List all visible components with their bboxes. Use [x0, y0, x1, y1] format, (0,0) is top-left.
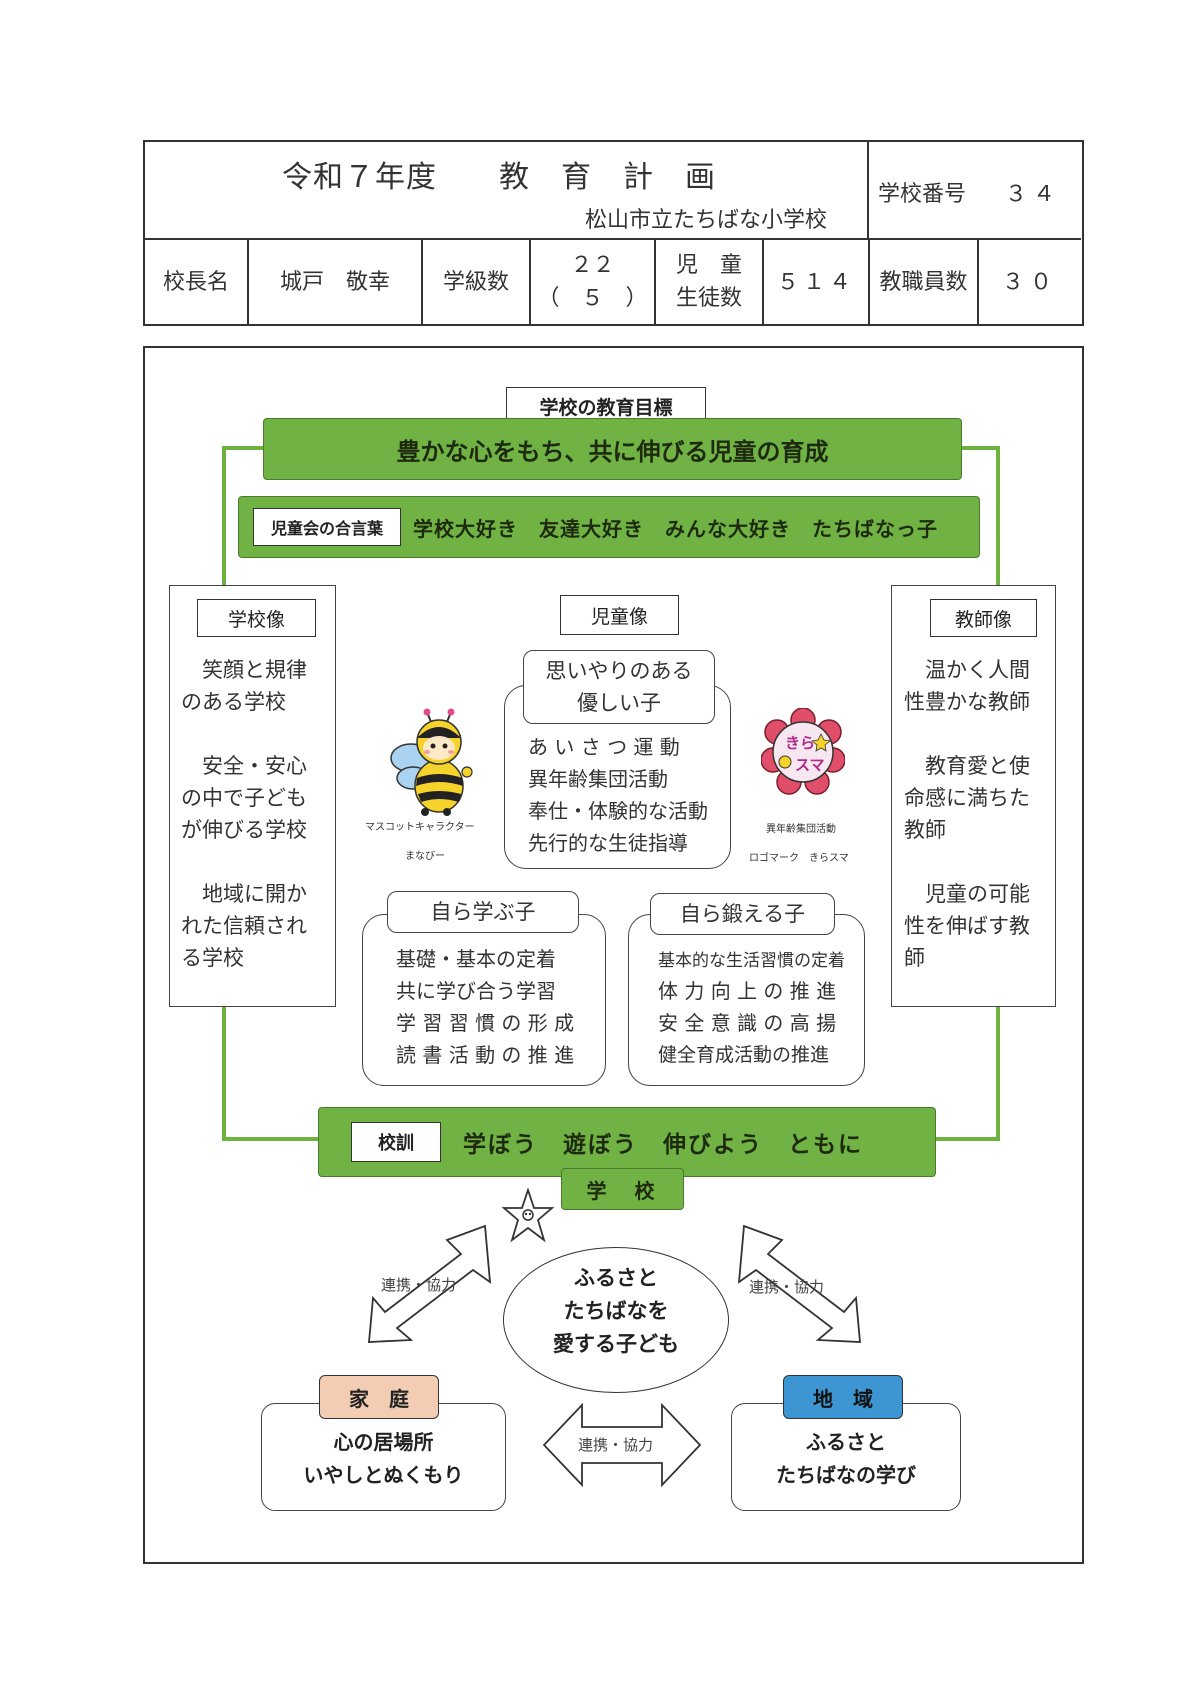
header-col-divider — [421, 238, 423, 324]
teacher-image-item: 児童の可能 性を伸ばす教 師 — [904, 882, 1030, 970]
classes-cell: ２２ （ ５ ） — [531, 240, 654, 324]
home-line: いやしとぬくもり — [303, 1463, 464, 1487]
staff-value: ３０ — [1001, 269, 1058, 295]
self-training-child-box — [628, 914, 865, 1086]
school-label: 学 校 — [561, 1168, 684, 1210]
logo-caption: 異年齢集団活動 — [766, 824, 836, 835]
school-number-label: 学校番号 — [878, 182, 967, 207]
school-image-column — [169, 585, 336, 1007]
community-line: ふるさと — [806, 1430, 886, 1454]
classes-value: ２２ — [570, 253, 615, 278]
school-emblem-icon — [501, 1188, 555, 1243]
connector-line — [935, 1137, 1000, 1141]
school-image-title: 学校像 — [197, 599, 316, 637]
header-table: 令和７年度 教 育 計 画 松山市立たちばな小学校 学校番号 ３４ 校長名 城戸… — [143, 140, 1084, 326]
classes-sub: （ ５ ） — [537, 286, 648, 311]
self-training-item: 安 全 意 識 の 高 揚 — [658, 1011, 837, 1035]
self-learning-item: 学 習 習 慣 の 形 成 — [396, 1011, 575, 1035]
self-training-item: 基本的な生活習慣の定着 — [658, 951, 845, 971]
header-col-divider — [247, 238, 249, 324]
hometown-line: たちばなを — [563, 1299, 669, 1323]
cooperation-label: 連携・協力 — [749, 1278, 825, 1296]
header-col-divider — [977, 238, 979, 324]
principal-label: 校長名 — [162, 269, 229, 295]
connector-line — [960, 446, 1000, 450]
home-box — [261, 1403, 506, 1511]
students-label-line2: 生徒数 — [675, 286, 742, 311]
home-text: 心の居場所 いやしとぬくもり — [261, 1426, 506, 1492]
double-arrow-right-icon — [737, 1224, 861, 1343]
self-learning-item: 基礎・基本の定着 — [396, 947, 556, 971]
school-image-item: 地域に開か れた信頼され る学校 — [181, 882, 307, 970]
self-training-item: 健全育成活動の推進 — [658, 1044, 830, 1066]
self-learning-item: 共に学び合う学習 — [396, 979, 556, 1003]
education-plan-frame — [143, 346, 1084, 1564]
home-line: 心の居場所 — [333, 1430, 434, 1454]
school-number-value: ３４ — [1005, 182, 1062, 207]
staff-label: 教職員数 — [879, 269, 968, 295]
kind-child-item: 奉仕・体験的な活動 — [528, 799, 708, 823]
school-motto-label: 校訓 — [351, 1122, 441, 1162]
school-name: 松山市立たちばな小学校 — [585, 208, 828, 233]
community-text: ふるさと たちばなの学び — [731, 1426, 961, 1492]
self-training-item: 体 力 向 上 の 推 進 — [658, 979, 837, 1003]
header-col-divider — [868, 238, 870, 324]
community-label: 地 域 — [783, 1375, 903, 1419]
students-label: 児 童 生徒数 — [656, 240, 762, 324]
teacher-image-item: 温かく人間 性豊かな教師 — [904, 658, 1030, 714]
education-goal-text: 豊かな心をもち、共に伸びる児童の育成 — [396, 437, 829, 466]
logo-text-bottom: スマ — [795, 756, 825, 774]
self-learning-child-box — [362, 914, 606, 1086]
school-motto-bar: 校訓 学ぼう 遊ぼう 伸びよう ともに — [318, 1107, 936, 1177]
logo-text-top: きら — [785, 734, 815, 752]
cooperation-label: 連携・協力 — [381, 1276, 457, 1294]
community-line: たちばなの学び — [776, 1463, 916, 1487]
hometown-line: ふるさと — [574, 1266, 658, 1290]
students-value: ５１４ — [776, 269, 855, 295]
home-label: 家 庭 — [319, 1375, 439, 1419]
connector-line — [222, 1137, 322, 1141]
hometown-ellipse — [503, 1247, 729, 1393]
school-motto-text: 学ぼう 遊ぼう 伸びよう ともに — [463, 1132, 863, 1158]
header-col-divider — [529, 238, 531, 324]
kind-child-item: あ い さ つ 運 動 — [528, 735, 680, 759]
kind-child-item: 先行的な生徒指導 — [528, 831, 688, 855]
header-col-divider — [867, 142, 869, 238]
header-col-divider — [762, 238, 764, 324]
header-col-divider — [654, 238, 656, 324]
mascot-name: まなびー — [405, 851, 445, 862]
cooperation-label: 連携・協力 — [578, 1436, 654, 1454]
mascot-caption: マスコットキャラクター — [365, 822, 475, 833]
connector-line — [222, 446, 264, 450]
school-image-item: 安全・安心 の中で子ども が伸びる学校 — [181, 754, 307, 842]
teacher-image-column — [891, 585, 1056, 1007]
kirasuma-logo-icon: きら スマ — [761, 708, 845, 795]
teacher-image-item: 教育愛と使 命感に満ちた 教師 — [904, 754, 1030, 842]
header-row-divider — [145, 238, 1081, 240]
council-motto-bar: 児童会の合言葉 学校大好き 友達大好き みんな大好き たちばなっ子 — [238, 496, 980, 558]
hometown-line: 愛する子ども — [553, 1332, 679, 1356]
self-learning-item: 読 書 活 動 の 推 進 — [396, 1043, 575, 1067]
kind-child-title: 思いやりのある 優しい子 — [523, 650, 715, 724]
logo-name: ロゴマーク きらスマ — [749, 853, 849, 864]
double-arrow-horizontal-icon — [542, 1403, 702, 1487]
council-motto-label: 児童会の合言葉 — [253, 508, 401, 546]
teacher-image-title: 教師像 — [930, 599, 1037, 637]
plan-title: 令和７年度 教 育 計 画 — [282, 160, 716, 195]
mascot-bee-icon — [390, 708, 473, 816]
council-motto-text: 学校大好き 友達大好き みんな大好き たちばなっ子 — [413, 516, 938, 541]
self-training-child-title: 自ら鍛える子 — [650, 893, 835, 935]
double-arrow-left-icon — [368, 1224, 492, 1343]
principal-name: 城戸 敬幸 — [279, 269, 390, 295]
child-image-title: 児童像 — [560, 595, 679, 635]
kind-child-item: 異年齢集団活動 — [528, 767, 668, 791]
students-label-line1: 児 童 — [675, 253, 742, 278]
classes-label: 学級数 — [442, 269, 509, 295]
school-image-item: 笑顔と規律 のある学校 — [181, 658, 307, 714]
education-goal-bar: 豊かな心をもち、共に伸びる児童の育成 — [263, 418, 962, 480]
hometown-text: ふるさと たちばなを 愛する子ども — [503, 1262, 729, 1361]
self-learning-child-title: 自ら学ぶ子 — [387, 891, 579, 933]
